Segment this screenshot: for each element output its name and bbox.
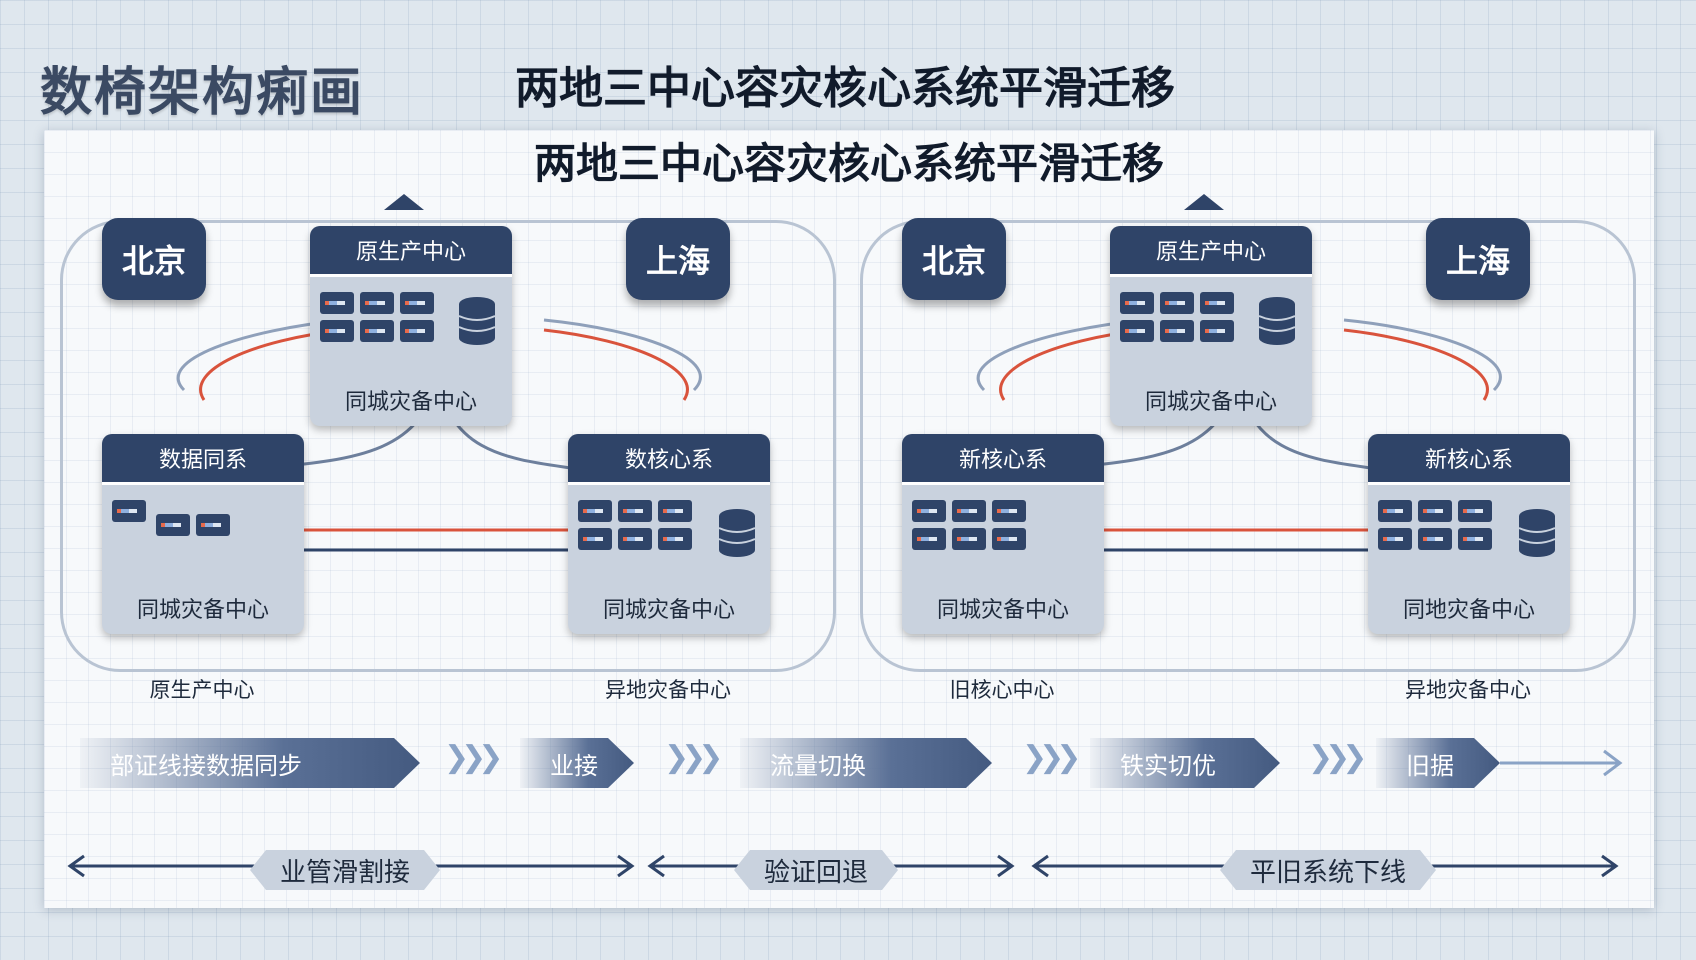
phase-decommission: 平旧系统下线 (1220, 850, 1436, 890)
node-primary-production[interactable]: 原生产中心 同城灾备中心 (1110, 226, 1312, 426)
panel-frame (60, 220, 836, 672)
chevron-right-icon: ❯❯❯ (664, 740, 723, 775)
server-rack-icon (1378, 500, 1492, 522)
node-foot: 同城灾备中心 (344, 390, 477, 415)
diagram-title: 两地三中心容灾核心系统平滑迁移 (533, 139, 1164, 188)
phase-verify-rollback: 验证回退 (734, 850, 898, 890)
sublabel-left: 原生产中心 (149, 678, 255, 702)
node-foot: 同城灾备中心 (1144, 390, 1277, 415)
step-connect[interactable]: 业接 (520, 738, 634, 788)
server-rack-icon (320, 292, 434, 314)
server-rack-icon (112, 500, 146, 522)
node-right[interactable]: 数核心系 同城灾备中心 (568, 434, 770, 634)
sublabel-right: 异地灾备中心 (605, 678, 731, 702)
node-foot: 同地灾备中心 (1402, 598, 1535, 623)
server-rack-icon (912, 500, 1026, 522)
arrow-right-icon (1500, 749, 1623, 777)
node-primary-production[interactable]: 原生产中心 同城灾备中心 (310, 226, 512, 426)
node-head: 数核心系 (568, 434, 770, 485)
server-rack-icon (578, 528, 692, 550)
step-sync[interactable]: 部证线接数据同步 (80, 738, 420, 788)
server-rack-icon (320, 320, 434, 342)
server-rack-icon (578, 500, 692, 522)
phase-cutover: 业管滑割接 (250, 850, 440, 890)
database-icon (1258, 297, 1296, 345)
diagram-card: 两地三中心容灾核心系统平滑迁移 北京 上海 原生产中心 同城灾备中心 (44, 130, 1654, 908)
node-head: 新核心系 (1368, 434, 1570, 485)
database-icon (1518, 509, 1556, 557)
chevron-right-icon: ❯❯❯ (1308, 740, 1367, 775)
chevron-right-icon: ❯❯❯ (1022, 740, 1081, 775)
server-rack-icon (1378, 528, 1492, 550)
server-rack-icon (1120, 320, 1234, 342)
panel-frame (860, 220, 1636, 672)
node-right[interactable]: 新核心系 同地灾备中心 (1368, 434, 1570, 634)
node-foot: 同城灾备中心 (602, 598, 735, 623)
sublabel-right: 异地灾备中心 (1405, 678, 1531, 702)
city-badge-beijing: 北京 (902, 218, 1006, 300)
step-traffic-switch[interactable]: 流量切换 (740, 738, 992, 788)
server-rack-icon (1120, 292, 1234, 314)
node-foot: 同城灾备中心 (936, 598, 1069, 623)
sublabel-left: 旧核心中心 (949, 678, 1055, 702)
page-title: 两地三中心容灾核心系统平滑迁移 (515, 63, 1175, 114)
server-rack-icon (912, 528, 1026, 550)
step-cutover[interactable]: 铁实切优 (1090, 738, 1280, 788)
node-head: 原生产中心 (1110, 226, 1312, 277)
city-badge-shanghai: 上海 (1426, 218, 1530, 300)
step-legacy[interactable]: 旧据 (1376, 738, 1500, 788)
chevron-right-icon: ❯❯❯ (444, 740, 503, 775)
server-rack-icon (156, 514, 230, 536)
node-left[interactable]: 数据同系 同城灾备中心 (102, 434, 304, 634)
node-head: 数据同系 (102, 434, 304, 485)
city-badge-shanghai: 上海 (626, 218, 730, 300)
node-head: 新核心系 (902, 434, 1104, 485)
database-icon (718, 509, 756, 557)
node-head: 原生产中心 (310, 226, 512, 277)
database-icon (458, 297, 496, 345)
brand-logo-text: 数椅架构痢画 (40, 63, 365, 123)
city-badge-beijing: 北京 (102, 218, 206, 300)
node-left[interactable]: 新核心系 同城灾备中心 (902, 434, 1104, 634)
node-foot: 同城灾备中心 (136, 598, 269, 623)
